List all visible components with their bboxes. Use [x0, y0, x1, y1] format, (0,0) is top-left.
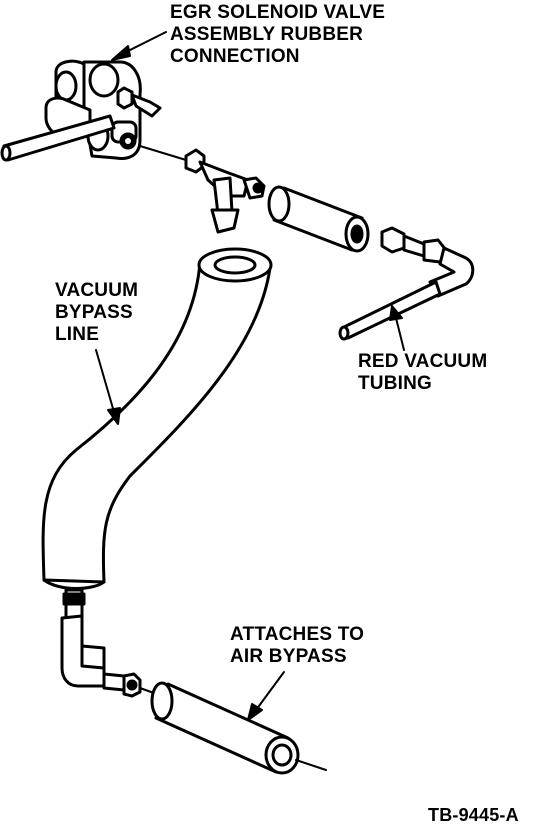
label-line: AIR BYPASS: [230, 646, 347, 667]
vacuum-bypass-label: VACUUM BYPASS LINE: [55, 280, 138, 346]
label-line: ASSEMBLY RUBBER: [170, 24, 364, 45]
label-line: VACUUM: [55, 280, 139, 301]
label-line: EGR SOLENOID VALVE: [170, 2, 386, 23]
connecting-line: [139, 145, 187, 161]
short-hose: [267, 185, 370, 253]
label-line: LINE: [55, 324, 100, 345]
label-line: CONNECTION: [170, 46, 300, 67]
red-vacuum-label: RED VACUUM TUBING: [358, 351, 487, 395]
label-line: TUBING: [358, 373, 433, 394]
figure-id: TB-9445-A: [428, 805, 519, 825]
label-line: ATTACHES TO: [230, 624, 365, 645]
left-tube: [0, 114, 116, 162]
vacuum-bypass-hose: [41, 247, 273, 590]
red-vacuum-tubing: [338, 226, 475, 341]
air-bypass-label: ATTACHES TO AIR BYPASS: [230, 624, 364, 668]
t-fitting: [184, 148, 266, 234]
lower-elbow-fitting: [60, 588, 163, 698]
egr-valve-label: EGR SOLENOID VALVE ASSEMBLY RUBBER CONNE…: [170, 2, 385, 68]
air-bypass-hose: [150, 681, 327, 775]
leader-arrows: [95, 31, 405, 721]
label-line: BYPASS: [55, 302, 133, 323]
label-line: RED VACUUM: [358, 351, 488, 372]
